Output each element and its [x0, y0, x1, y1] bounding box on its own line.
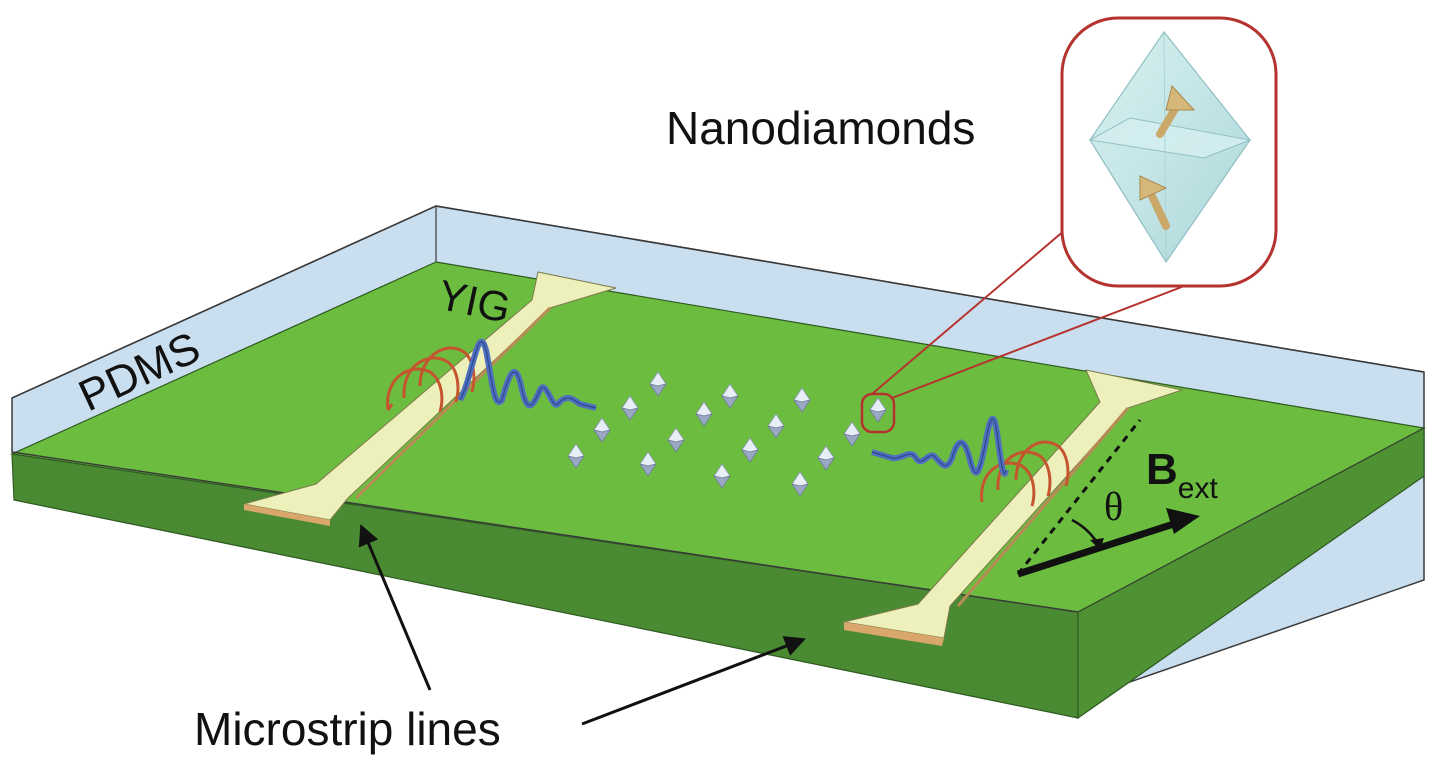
theta-label: θ [1104, 484, 1123, 529]
spin-arrow-lower-icon [1139, 175, 1170, 230]
nanodiamond-icon [667, 427, 685, 453]
nanodiamond-icon [593, 417, 611, 443]
microstrip-label: Microstrip lines [194, 703, 501, 755]
nanodiamonds-label: Nanodiamonds [666, 102, 975, 154]
microstrip-right [843, 369, 1184, 646]
spin-wave-right [871, 415, 1009, 477]
nanodiamond-icon [869, 397, 887, 423]
nanodiamond-icon [695, 401, 713, 427]
nanodiamond-icon [791, 471, 809, 497]
nanodiamond-icon [621, 395, 639, 421]
field-angle-indicator [1016, 419, 1200, 578]
nanodiamond-icon [639, 451, 657, 477]
b-field-subscript: ext [1178, 472, 1219, 505]
b-field-label: Bext [1146, 445, 1218, 505]
spin-arrow-upper-icon [1156, 84, 1196, 138]
nanodiamond-array [567, 371, 887, 497]
b-field-symbol: B [1146, 445, 1178, 494]
microstrip-pointers [358, 524, 806, 726]
microstrip-left [243, 271, 617, 526]
inset-nanodiamond [1088, 30, 1252, 264]
nanodiamond-icon [713, 463, 731, 489]
nanodiamond-icon [817, 445, 835, 471]
spin-wave-left [457, 338, 597, 411]
nanodiamond-icon [567, 443, 585, 469]
nanodiamond-icon [793, 387, 811, 413]
field-loops-left [386, 346, 476, 413]
nanodiamond-icon [649, 371, 667, 397]
nanodiamond-icon [721, 383, 739, 409]
nanodiamond-icon [741, 437, 759, 463]
nanodiamond-icon [843, 421, 861, 447]
yig-layer [9, 261, 1426, 720]
nanodiamond-icon [767, 413, 785, 439]
